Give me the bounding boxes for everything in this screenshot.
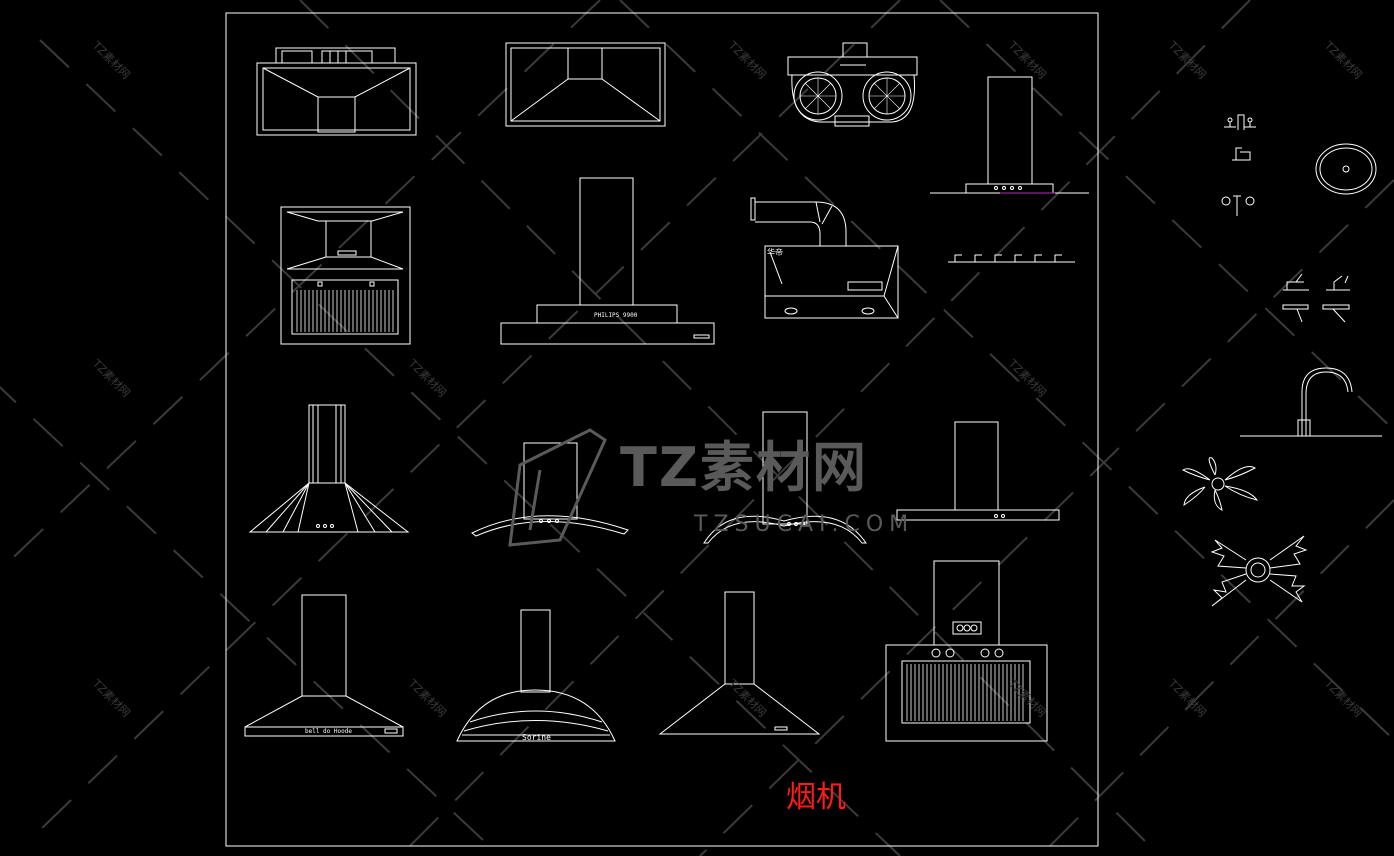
potted-plant-icon [1182, 457, 1259, 511]
watermark-logo-icon [508, 428, 607, 547]
hood-top-view-1 [256, 47, 417, 136]
glass-curve-hood [471, 442, 629, 537]
box-hood-large [885, 560, 1048, 742]
hood-top-view-2 [505, 42, 666, 127]
drawing-title: 烟机 [786, 780, 846, 815]
mixer-tap-icon [1282, 273, 1350, 323]
cone-hood [658, 591, 821, 735]
slim-chimney-hood [500, 177, 715, 345]
watermark-brand: TZ素材网 [620, 436, 868, 499]
holly-ornament-icon [1210, 535, 1308, 607]
flat-chimney-hood [896, 421, 1060, 521]
twin-fan-hood [787, 42, 918, 127]
ducted-hood [750, 197, 899, 319]
dome-hood [456, 609, 616, 742]
gooseneck-faucet-icon [1240, 367, 1382, 437]
watermark-domain: TZSUCAI.COM [694, 512, 915, 537]
arched-glass-hood [703, 411, 867, 544]
dome-hood-label: Sorine [522, 733, 551, 742]
pyramid-hood [244, 594, 404, 737]
box-hood-grille [280, 206, 411, 345]
box-hood-label: 华帝 [767, 248, 783, 257]
sink-basin-icon [1315, 143, 1377, 195]
umbrella-hood [248, 404, 410, 533]
slim-hood-label: PHILIPS 9900 [594, 312, 638, 319]
faucet-set-icon [1221, 114, 1256, 216]
drawing-frame [225, 12, 1099, 847]
pyramid-hood-label: bell do Hoode [305, 728, 352, 735]
chimney-hood-1 [930, 76, 1089, 194]
hook-rail [948, 254, 1075, 263]
